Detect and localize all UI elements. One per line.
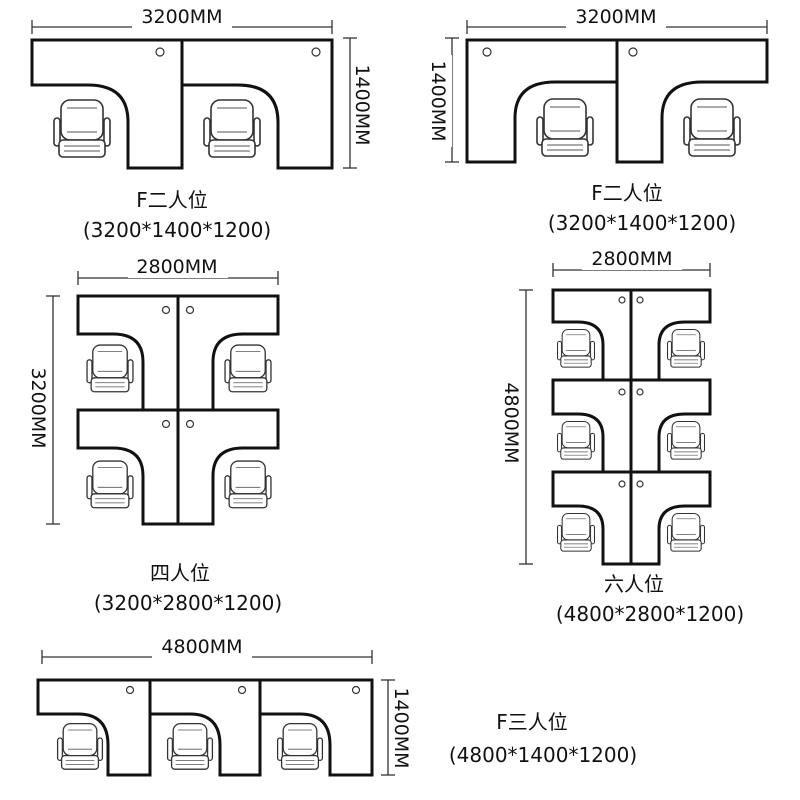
cable-hole-icon bbox=[155, 47, 165, 57]
desk-unit bbox=[177, 38, 334, 170]
cable-hole-icon bbox=[636, 480, 644, 488]
office-chair-icon bbox=[556, 420, 596, 460]
layout-name: 四人位 bbox=[150, 561, 210, 585]
cable-hole-icon bbox=[237, 685, 247, 695]
office-chair-icon bbox=[666, 328, 706, 368]
desk-unit bbox=[36, 678, 152, 777]
desk-unit bbox=[615, 38, 769, 164]
cable-hole-icon bbox=[618, 480, 626, 488]
office-chair-icon bbox=[56, 722, 104, 770]
desk-unit bbox=[629, 288, 712, 382]
layout-name: F二人位 bbox=[136, 188, 208, 212]
cable-hole-icon bbox=[311, 47, 321, 57]
layout-four-seat: 2800MM 3200MM 四人位 bbox=[24, 256, 282, 615]
layout-f-three: 4800MM 1400MM F三人位 (4800*1400*1200) bbox=[36, 636, 637, 777]
width-label: 4800MM bbox=[161, 636, 242, 658]
layout-f-two-left: 3200MM 1400MM F二人位 (3200*1400*1200) bbox=[30, 6, 376, 242]
office-chair-icon bbox=[556, 512, 596, 552]
layout-six-seat: 2800MM 4800MM bbox=[500, 248, 744, 626]
height-dimension: 1400MM bbox=[381, 679, 414, 776]
office-chair-icon bbox=[666, 512, 706, 552]
height-label: 3200MM bbox=[27, 367, 49, 448]
office-chair-icon bbox=[224, 344, 272, 393]
cable-hole-icon bbox=[618, 388, 626, 396]
desk-unit bbox=[30, 38, 184, 170]
office-chair-icon bbox=[666, 420, 706, 460]
office-chair-icon bbox=[683, 98, 741, 157]
height-dimension: 1400MM bbox=[427, 37, 459, 163]
layout-size: (3200*2800*1200) bbox=[94, 591, 282, 615]
layout-size: (4800*2800*1200) bbox=[556, 602, 744, 626]
layout-name: 六人位 bbox=[604, 572, 664, 596]
office-chair-icon bbox=[53, 99, 111, 158]
height-label: 1400MM bbox=[427, 60, 449, 141]
height-dimension: 3200MM bbox=[24, 295, 60, 525]
office-chair-icon bbox=[536, 98, 594, 157]
width-dimension: 2800MM bbox=[552, 248, 711, 277]
cable-hole-icon bbox=[636, 296, 644, 304]
width-dimension: 3200MM bbox=[31, 6, 333, 34]
office-chair-icon bbox=[203, 99, 261, 158]
layout-name: F三人位 bbox=[496, 710, 568, 734]
height-dimension: 1400MM bbox=[343, 37, 376, 169]
office-chair-icon bbox=[224, 460, 272, 509]
width-dimension: 3200MM bbox=[466, 6, 768, 34]
desk-unit bbox=[465, 38, 619, 164]
layout-size: (3200*1400*1200) bbox=[83, 218, 271, 242]
cable-hole-icon bbox=[618, 296, 626, 304]
height-label: 4800MM bbox=[500, 382, 522, 463]
width-label: 3200MM bbox=[575, 6, 656, 28]
cable-hole-icon bbox=[636, 388, 644, 396]
width-dimension: 4800MM bbox=[41, 636, 373, 664]
layout-f-two-right: 3200MM 1400MM F二人位 (3200*1400*1200) bbox=[427, 6, 769, 235]
cable-hole-icon bbox=[185, 305, 195, 315]
width-label: 3200MM bbox=[141, 6, 222, 28]
office-chair-icon bbox=[166, 722, 214, 770]
layout-name: F二人位 bbox=[591, 181, 663, 205]
cable-hole-icon bbox=[482, 47, 492, 57]
cable-hole-icon bbox=[161, 419, 171, 429]
office-chair-icon bbox=[276, 722, 324, 770]
desk-unit bbox=[148, 678, 262, 777]
desk-unit bbox=[629, 378, 712, 474]
office-chair-icon bbox=[556, 328, 596, 368]
cable-hole-icon bbox=[125, 685, 135, 695]
layout-size: (4800*1400*1200) bbox=[449, 743, 637, 767]
width-label: 2800MM bbox=[591, 248, 672, 270]
layout-size: (3200*1400*1200) bbox=[548, 211, 736, 235]
width-dimension: 2800MM bbox=[77, 256, 279, 285]
height-label: 1400MM bbox=[390, 687, 412, 768]
cable-hole-icon bbox=[628, 47, 638, 57]
desk-unit bbox=[76, 408, 180, 526]
width-label: 2800MM bbox=[136, 256, 217, 278]
cable-hole-icon bbox=[161, 305, 171, 315]
desk-unit bbox=[176, 294, 280, 412]
office-chair-icon bbox=[86, 460, 134, 509]
office-chair-icon bbox=[86, 344, 134, 393]
desk-unit bbox=[258, 678, 374, 777]
desk-unit bbox=[176, 408, 280, 526]
desk-unit bbox=[629, 470, 712, 566]
cable-hole-icon bbox=[351, 685, 361, 695]
desk-unit bbox=[551, 470, 633, 566]
height-dimension: 4800MM bbox=[500, 289, 533, 565]
cable-hole-icon bbox=[185, 419, 195, 429]
height-label: 1400MM bbox=[351, 64, 373, 145]
